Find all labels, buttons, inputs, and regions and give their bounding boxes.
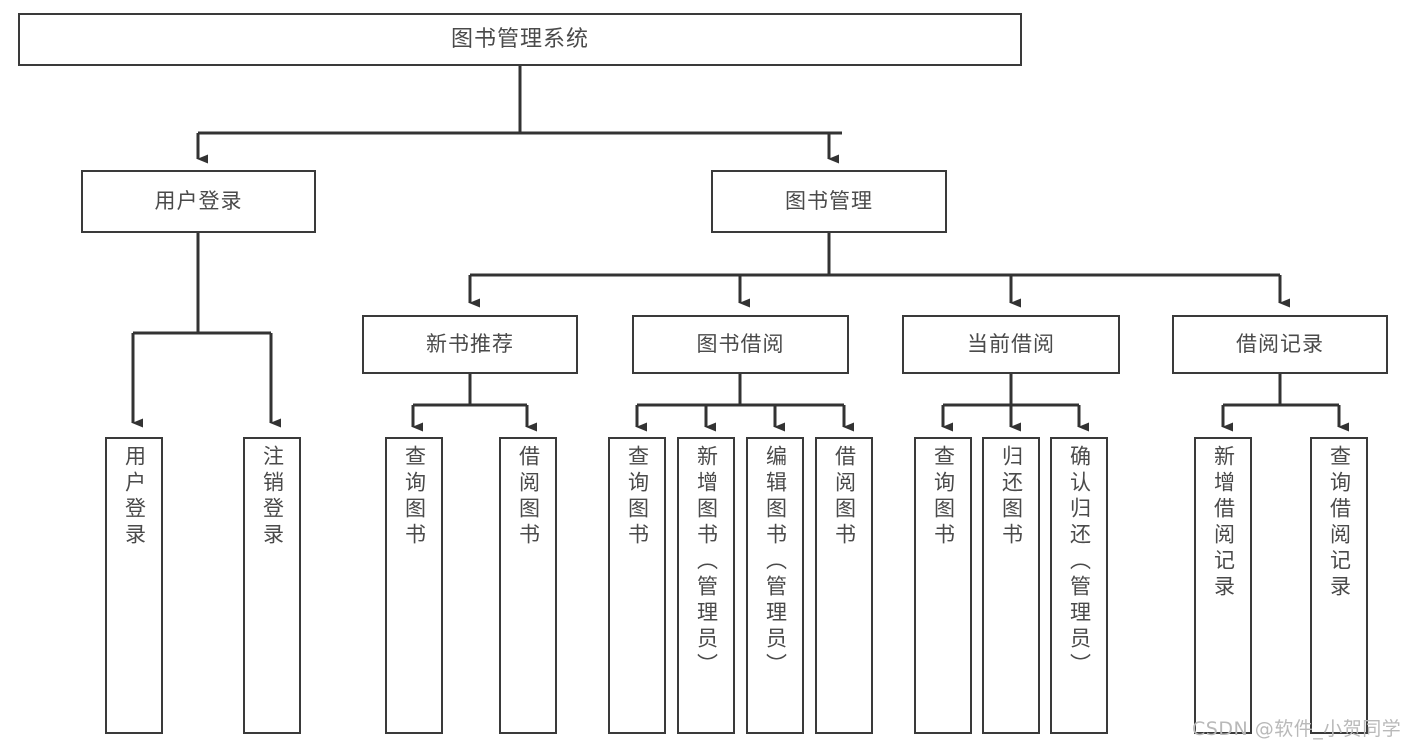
- leaf-user-login-logout[interactable]: 注销登录: [243, 437, 301, 734]
- node-label: 查询图书: [402, 445, 427, 549]
- leaf-book-borrow-borrow[interactable]: 借阅图书: [815, 437, 873, 734]
- node-label: 图书管理: [785, 189, 873, 214]
- leaf-new-book-query[interactable]: 查询图书: [385, 437, 443, 734]
- node-label: 查询图书: [625, 445, 650, 549]
- node-borrow-record[interactable]: 借阅记录: [1172, 315, 1388, 374]
- node-label: 借阅记录: [1236, 332, 1324, 357]
- node-label: 图书借阅: [696, 332, 785, 357]
- node-label: 新增借阅记录: [1211, 445, 1236, 601]
- node-book-borrow[interactable]: 图书借阅: [632, 315, 849, 374]
- node-label: 用户登录: [154, 189, 243, 214]
- node-label: 查询图书: [931, 445, 956, 549]
- node-current-borrow[interactable]: 当前借阅: [902, 315, 1120, 374]
- node-label: 注销登录: [260, 445, 285, 549]
- leaf-book-borrow-edit[interactable]: 编辑图书（管理员）: [746, 437, 804, 734]
- leaf-new-book-borrow[interactable]: 借阅图书: [499, 437, 557, 734]
- leaf-user-login-login[interactable]: 用户登录: [105, 437, 163, 734]
- leaf-current-borrow-return[interactable]: 归还图书: [982, 437, 1040, 734]
- node-label: 新增图书（管理员）: [694, 445, 719, 679]
- leaf-book-borrow-query[interactable]: 查询图书: [608, 437, 666, 734]
- node-label: 归还图书: [999, 445, 1024, 549]
- leaf-book-borrow-add[interactable]: 新增图书（管理员）: [677, 437, 735, 734]
- node-label: 借阅图书: [516, 445, 541, 549]
- leaf-borrow-record-query[interactable]: 查询借阅记录: [1310, 437, 1368, 734]
- node-label: 查询借阅记录: [1327, 445, 1352, 601]
- node-label: 编辑图书（管理员）: [763, 445, 788, 679]
- node-root-system[interactable]: 图书管理系统: [18, 13, 1022, 66]
- node-label: 图书管理系统: [450, 26, 589, 52]
- node-label: 确认归还（管理员）: [1067, 445, 1092, 679]
- node-label: 借阅图书: [832, 445, 857, 549]
- watermark-text: CSDN @软件_小贺同学: [1192, 718, 1402, 740]
- node-new-book-recommend[interactable]: 新书推荐: [362, 315, 578, 374]
- node-label: 用户登录: [122, 445, 147, 549]
- leaf-borrow-record-add[interactable]: 新增借阅记录: [1194, 437, 1252, 734]
- node-book-management[interactable]: 图书管理: [711, 170, 947, 233]
- leaf-current-borrow-query[interactable]: 查询图书: [914, 437, 972, 734]
- node-label: 当前借阅: [967, 332, 1055, 357]
- leaf-current-borrow-confirm-return[interactable]: 确认归还（管理员）: [1050, 437, 1108, 734]
- node-label: 新书推荐: [426, 332, 514, 357]
- node-user-login[interactable]: 用户登录: [81, 170, 316, 233]
